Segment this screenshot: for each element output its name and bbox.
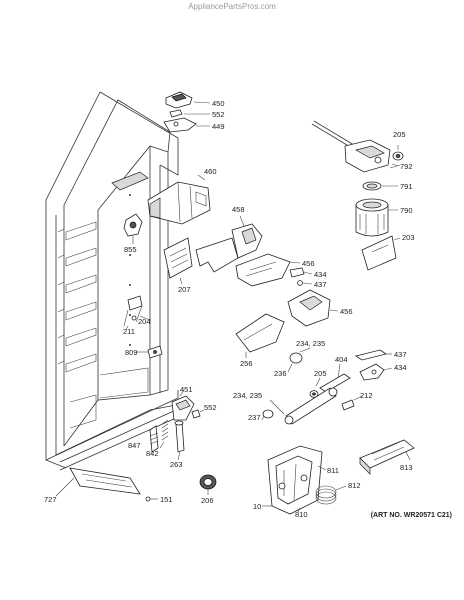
callout-456a: 456: [302, 259, 315, 268]
callout-727: 727: [44, 495, 57, 504]
hinge-screw-552: [169, 109, 183, 118]
coil-812: [315, 485, 347, 505]
water-filter-assembly: [311, 120, 404, 271]
callout-552: 552: [212, 110, 225, 119]
callout-437b: 437: [394, 350, 407, 359]
callout-855: 855: [124, 245, 137, 254]
callout-842: 842: [146, 449, 159, 458]
callout-791: 791: [400, 182, 413, 191]
kick-plate-727: [55, 467, 141, 497]
callout-205b: 205: [314, 369, 327, 378]
clip-205b: [309, 377, 321, 398]
light-shield-207: [163, 237, 193, 285]
hinge-449: [163, 117, 197, 133]
heater-813: [359, 439, 415, 475]
callout-451: 451: [180, 385, 193, 394]
callout-552b: 552: [204, 403, 217, 412]
refrigerator-cabinet: [45, 91, 179, 471]
callout-810: 810: [295, 510, 308, 519]
callout-211: 211: [123, 327, 135, 336]
chute-456b: [287, 289, 339, 327]
shelf-rails: [57, 221, 97, 373]
filter-cartridge-790: [355, 204, 389, 237]
callout-812: 812: [348, 481, 361, 490]
callout-790: 790: [400, 206, 413, 215]
callout-205: 205: [393, 130, 406, 139]
callout-10: 10: [253, 502, 261, 511]
callout-234b: 234, 235: [233, 391, 262, 400]
callout-792: 792: [400, 162, 413, 171]
filter-housing-460: [147, 174, 211, 225]
callout-207: 207: [178, 285, 191, 294]
callout-203: 203: [402, 233, 415, 242]
cam-847: [149, 425, 159, 453]
spring-236: [287, 347, 311, 373]
top-hinge-assembly: [163, 91, 211, 133]
ceiling-light-shield: [111, 171, 149, 191]
callout-437a: 437: [314, 280, 327, 289]
art-number: (ART NO. WR20571 C21): [371, 512, 452, 519]
callout-206: 206: [201, 496, 214, 505]
callout-263: 263: [170, 460, 183, 469]
roller-206: [199, 474, 217, 495]
callout-449: 449: [212, 122, 225, 131]
callout-404: 404: [335, 355, 348, 364]
thermostat-204: [123, 295, 151, 331]
filter-cover-203: [361, 235, 397, 271]
callout-809: 809: [125, 348, 138, 357]
callout-847: 847: [128, 441, 141, 450]
callout-434b: 434: [394, 363, 407, 372]
bottom-hinge-451: [171, 389, 205, 421]
callout-434a: 434: [314, 270, 327, 279]
water-tube-234: [269, 387, 338, 425]
callout-450: 450: [212, 99, 225, 108]
callout-234a: 234, 235: [296, 339, 325, 348]
part-212: [341, 395, 363, 411]
callout-204: 204: [138, 317, 151, 326]
watermark-text: AppliancePartsPros.com: [188, 2, 276, 11]
bracket-404: [319, 363, 351, 393]
callout-811: 811: [327, 466, 339, 475]
cover-256: [235, 313, 285, 358]
callout-237: 237: [248, 413, 261, 422]
callout-456b: 456: [340, 307, 353, 316]
callout-458: 458: [232, 205, 245, 214]
ring-237: [261, 409, 274, 421]
callout-236: 236: [274, 369, 287, 378]
callout-212: 212: [360, 391, 373, 400]
callout-460: 460: [204, 167, 217, 176]
housing-458: [195, 215, 263, 273]
callout-813: 813: [400, 463, 413, 472]
switch-809: [136, 345, 163, 359]
light-socket-855: [123, 213, 143, 244]
dispenser-cover-456a: [235, 253, 301, 287]
screw-151: [145, 496, 158, 502]
spring-842: [159, 419, 169, 449]
callout-256: 256: [240, 359, 253, 368]
actuator-parts-b: [355, 349, 393, 381]
callout-151: 151: [160, 495, 173, 504]
actuator-parts-a: [289, 267, 313, 286]
dispenser-frame-810-811: [262, 445, 327, 515]
pin-263: [174, 420, 185, 461]
